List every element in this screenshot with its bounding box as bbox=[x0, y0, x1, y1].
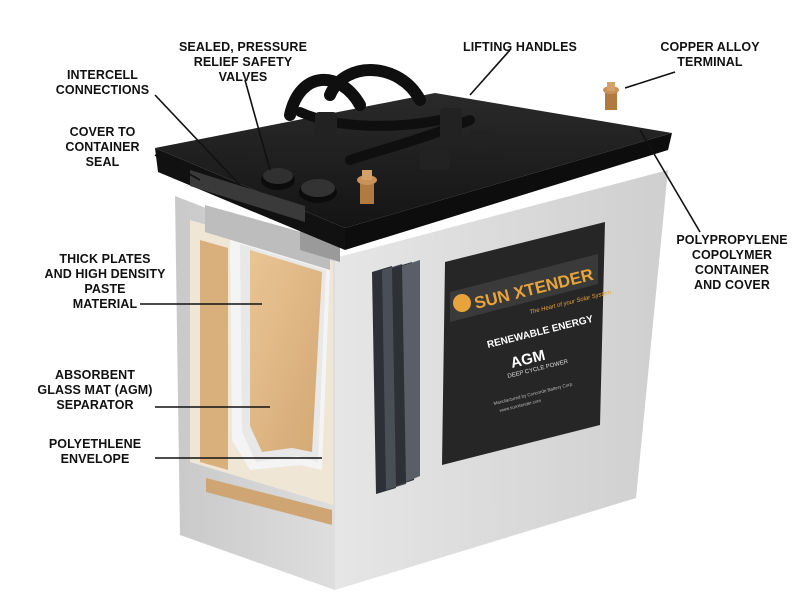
callout-polypropylene: POLYPROPYLENE COPOLYMER CONTAINER AND CO… bbox=[676, 233, 788, 292]
thick-plate bbox=[250, 250, 322, 452]
valves bbox=[261, 168, 337, 203]
callout-thick-plates: THICK PLATES AND HIGH DENSITY PASTE MATE… bbox=[44, 252, 166, 311]
callout-sealed-valves: SEALED, PRESSURE RELIEF SAFETY VALVES bbox=[178, 40, 308, 84]
cover-side bbox=[345, 133, 672, 250]
cover-top bbox=[155, 93, 672, 228]
intercell-block bbox=[205, 205, 330, 270]
label-panel bbox=[442, 222, 605, 465]
callout-lifting-handles: LIFTING HANDLES bbox=[463, 40, 577, 54]
plate-edges bbox=[372, 260, 420, 494]
brand-sun-icon bbox=[453, 294, 471, 312]
callout-cover-seal: COVER TO CONTAINER SEAL bbox=[65, 125, 140, 169]
leader-lines bbox=[140, 49, 701, 459]
terminals bbox=[357, 82, 619, 204]
callout-copper-terminal: COPPER ALLOY TERMINAL bbox=[660, 40, 760, 69]
callout-polyethylene: POLYETHLENE ENVELOPE bbox=[48, 437, 142, 466]
plate-bottom bbox=[206, 478, 332, 525]
callout-intercell: INTERCELL CONNECTIONS bbox=[55, 68, 150, 97]
callout-agm-separator: ABSORBENT GLASS MAT (AGM) SEPARATOR bbox=[37, 368, 153, 412]
paste-left bbox=[200, 240, 228, 470]
